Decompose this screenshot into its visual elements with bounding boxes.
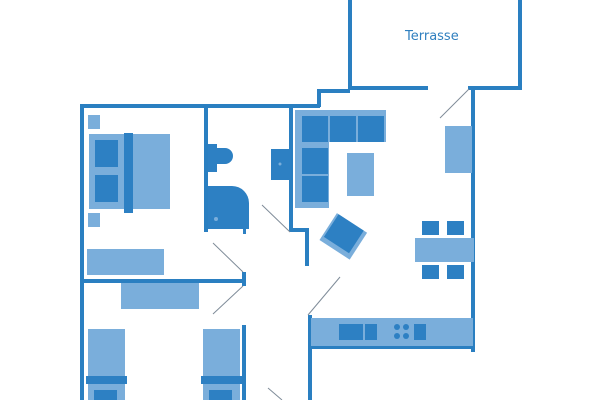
toilet-icon	[208, 144, 233, 172]
room-label-terrasse: Terrasse	[405, 29, 459, 44]
nightstand-bottom	[88, 213, 100, 227]
coffee-table	[347, 153, 374, 196]
oven	[339, 324, 363, 340]
chair	[422, 221, 439, 235]
chair	[422, 265, 439, 279]
stove-burner	[394, 324, 400, 330]
single-bed-right	[203, 329, 240, 400]
bedroom-2-furniture	[86, 283, 242, 400]
chair	[447, 221, 464, 235]
bedroom-1-furniture	[87, 115, 170, 275]
bathroom-furniture	[208, 144, 291, 234]
shower-icon	[208, 186, 249, 229]
sideboard	[445, 126, 472, 173]
dining-furniture	[415, 221, 474, 279]
single-bed-left	[88, 329, 125, 400]
armchair	[319, 213, 368, 260]
pillow-bottom	[95, 175, 118, 202]
pillow-top	[95, 140, 118, 167]
sink	[414, 324, 426, 340]
bed-headboard	[124, 133, 133, 213]
dishwasher	[365, 324, 377, 340]
dresser	[87, 249, 164, 275]
dining-table	[415, 238, 474, 262]
chair	[447, 265, 464, 279]
exterior-walls	[80, 89, 475, 400]
terrace-walls	[348, 0, 522, 90]
living-furniture	[295, 110, 472, 260]
desk	[121, 283, 199, 309]
kitchen-counter	[311, 318, 473, 346]
nightstand-top	[88, 115, 100, 129]
door-swings	[212, 88, 470, 400]
